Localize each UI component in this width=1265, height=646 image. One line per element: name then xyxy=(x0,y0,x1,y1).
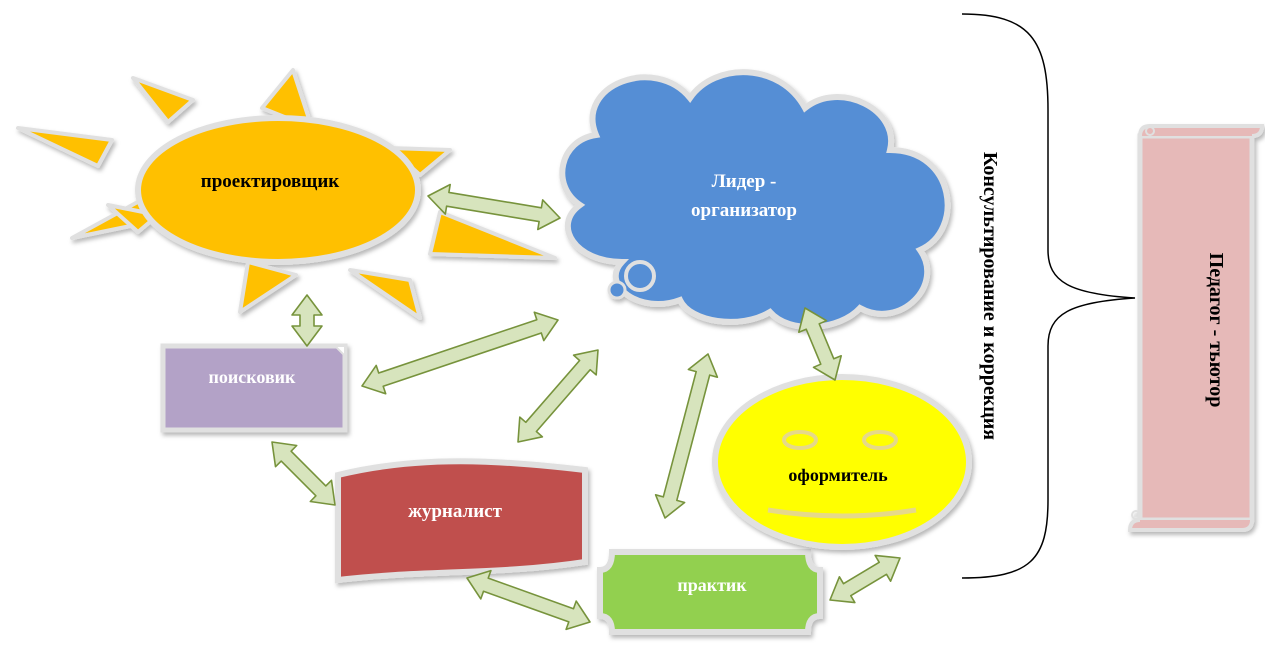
smiley-right-eye xyxy=(862,430,898,450)
decorator-label: оформитель xyxy=(788,465,888,485)
journalist-label: журналист xyxy=(408,501,502,522)
cloud-bubble-small xyxy=(607,280,627,300)
searcher-node xyxy=(160,343,348,433)
arrow-leader-journalist xyxy=(517,349,599,443)
arrow-designer-searcher xyxy=(291,294,323,347)
practitioner-label: практик xyxy=(677,575,747,595)
smiley-mouth xyxy=(767,507,917,519)
smiley-face xyxy=(712,374,972,550)
arrow-leader-practitioner xyxy=(654,353,719,519)
cloud-node xyxy=(559,69,951,331)
tutor-scroll xyxy=(1137,133,1255,523)
journalist-node xyxy=(335,458,588,584)
leader-label-line2: организатор xyxy=(691,200,797,221)
sun-rays xyxy=(16,68,557,320)
practitioner-node xyxy=(597,549,823,635)
bracket-label: Консультирование и коррекция xyxy=(979,152,1001,440)
tutor-scroll-top xyxy=(1138,124,1265,138)
practitioner-plaque xyxy=(597,549,823,635)
cloud-body xyxy=(559,69,951,331)
arrow-practitioner-decorator xyxy=(829,554,901,604)
sun-node xyxy=(16,68,557,320)
sun-body xyxy=(135,115,421,265)
connector-arrows xyxy=(271,183,901,631)
arrow-searcher-leader xyxy=(361,311,559,395)
journalist-banner xyxy=(335,458,588,584)
tutor-node xyxy=(1127,124,1265,532)
smiley-node xyxy=(712,374,972,550)
leader-label-line1: Лидер - xyxy=(712,171,777,192)
arrow-designer-leader xyxy=(427,183,561,231)
tutor-scroll-curl-bottom xyxy=(1131,510,1141,520)
designer-label: проектировщик xyxy=(201,171,340,192)
tutor-scroll-bottom xyxy=(1127,518,1254,532)
arrow-journalist-practitioner xyxy=(466,569,591,631)
arrow-searcher-journalist xyxy=(271,441,336,506)
searcher-label: поисковик xyxy=(209,367,297,387)
smiley-left-eye xyxy=(782,430,818,450)
tutor-scroll-curl-top xyxy=(1145,126,1155,136)
arrow-leader-decorator xyxy=(797,307,843,381)
searcher-fold xyxy=(332,345,346,359)
curly-bracket xyxy=(961,13,1136,579)
cloud-bubble-large xyxy=(624,260,656,292)
tutor-label: Педагог - тьютор xyxy=(1205,253,1227,408)
searcher-box xyxy=(160,343,348,433)
